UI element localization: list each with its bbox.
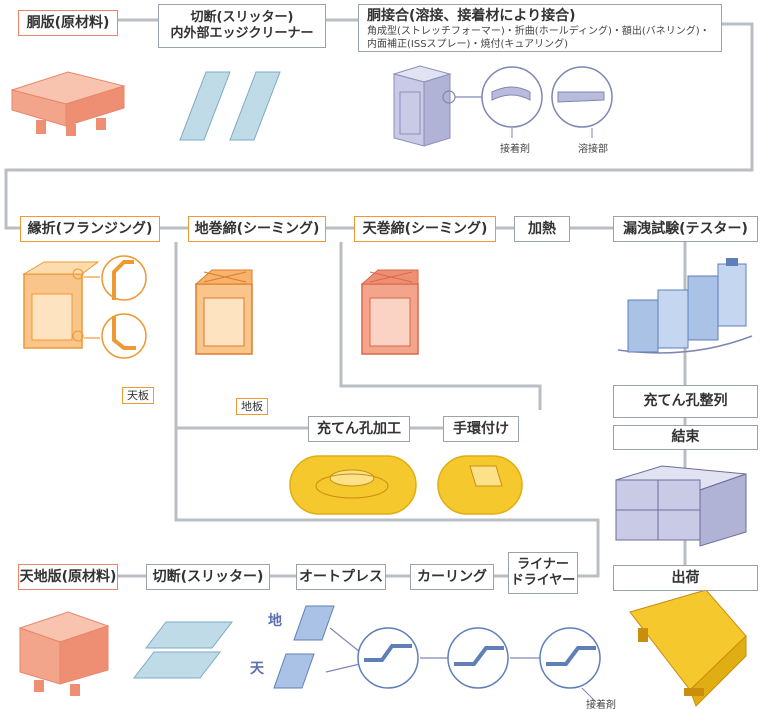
curling-details xyxy=(357,627,601,703)
label-top-lid: 天 xyxy=(250,661,264,677)
top-seamed-can xyxy=(360,269,419,355)
step-handle-attaching: 手環付け xyxy=(443,416,519,442)
shipping-pallet xyxy=(629,589,747,707)
label-adhesive: 接着剤 xyxy=(500,144,530,155)
leak-test-cans xyxy=(617,258,753,354)
body-joining-details: 角成型(ストレッチフォーマー)・折曲(ホールディング)・額出(バネリング)・内面… xyxy=(367,26,710,50)
step-slitter-edge-cleaner: 切断(スリッター) 内外部エッジクリーナー xyxy=(158,4,326,48)
step-lid-sheet: 天地版(原材料) xyxy=(18,564,118,590)
step-heating: 加熱 xyxy=(514,216,570,242)
step-body-sheet: 胴版(原材料) xyxy=(18,10,118,36)
step-curling: カーリング xyxy=(410,564,494,590)
step-liner-dryer: ライナー ドライヤー xyxy=(508,552,578,594)
step-bundling: 結束 xyxy=(613,425,758,450)
fill-hole-processing xyxy=(289,455,417,515)
raw-sheet-stack-top xyxy=(10,71,126,136)
step-body-joining: 胴接合(溶接、接着材により接合) 角成型(ストレッチフォーマー)・折曲(ホールデ… xyxy=(358,4,722,52)
raw-sheet-stack-bottom xyxy=(18,611,110,696)
step-bottom-seaming: 地巻締(シーミング) xyxy=(188,216,326,242)
connector-lines xyxy=(4,18,754,578)
step-shipping: 出荷 xyxy=(613,565,758,591)
step-fill-hole-processing: 充てん孔加工 xyxy=(308,416,410,442)
tag-bottom-panel: 地板 xyxy=(236,398,268,415)
step-auto-press: オートプレス xyxy=(296,564,386,590)
label-adhesive-2: 接着剤 xyxy=(586,700,616,709)
can-body-illustration xyxy=(392,65,613,147)
step-leak-test: 漏洩試験(テスター) xyxy=(613,216,758,242)
step-liner-line-1: ライナー xyxy=(517,557,569,572)
step-flanging: 縁折(フランジング) xyxy=(20,216,160,242)
step-slitter-line-2: 内外部エッジクリーナー xyxy=(170,26,314,41)
step-slitter-lid: 切断(スリッター) xyxy=(146,564,270,590)
slit-sheets-top xyxy=(179,71,281,141)
label-weld: 溶接部 xyxy=(578,144,608,155)
auto-press-lids xyxy=(273,605,361,689)
label-bottom-lid: 地 xyxy=(268,613,282,629)
slit-sheets-bottom xyxy=(132,621,234,679)
flanging-illustration xyxy=(22,255,147,359)
step-liner-line-2: ドライヤー xyxy=(510,573,576,588)
bottom-seamed-can xyxy=(194,269,253,355)
step-fill-hole-alignment: 充てん孔整列 xyxy=(613,385,758,418)
body-joining-title: 胴接合(溶接、接着材により接合) xyxy=(367,8,576,24)
handle-attaching xyxy=(437,455,523,515)
tag-top-panel: 天板 xyxy=(122,387,154,404)
bundling-stack xyxy=(615,465,747,547)
step-top-seaming: 天巻締(シーミング) xyxy=(354,216,496,242)
step-slitter-line-1: 切断(スリッター) xyxy=(190,10,294,25)
